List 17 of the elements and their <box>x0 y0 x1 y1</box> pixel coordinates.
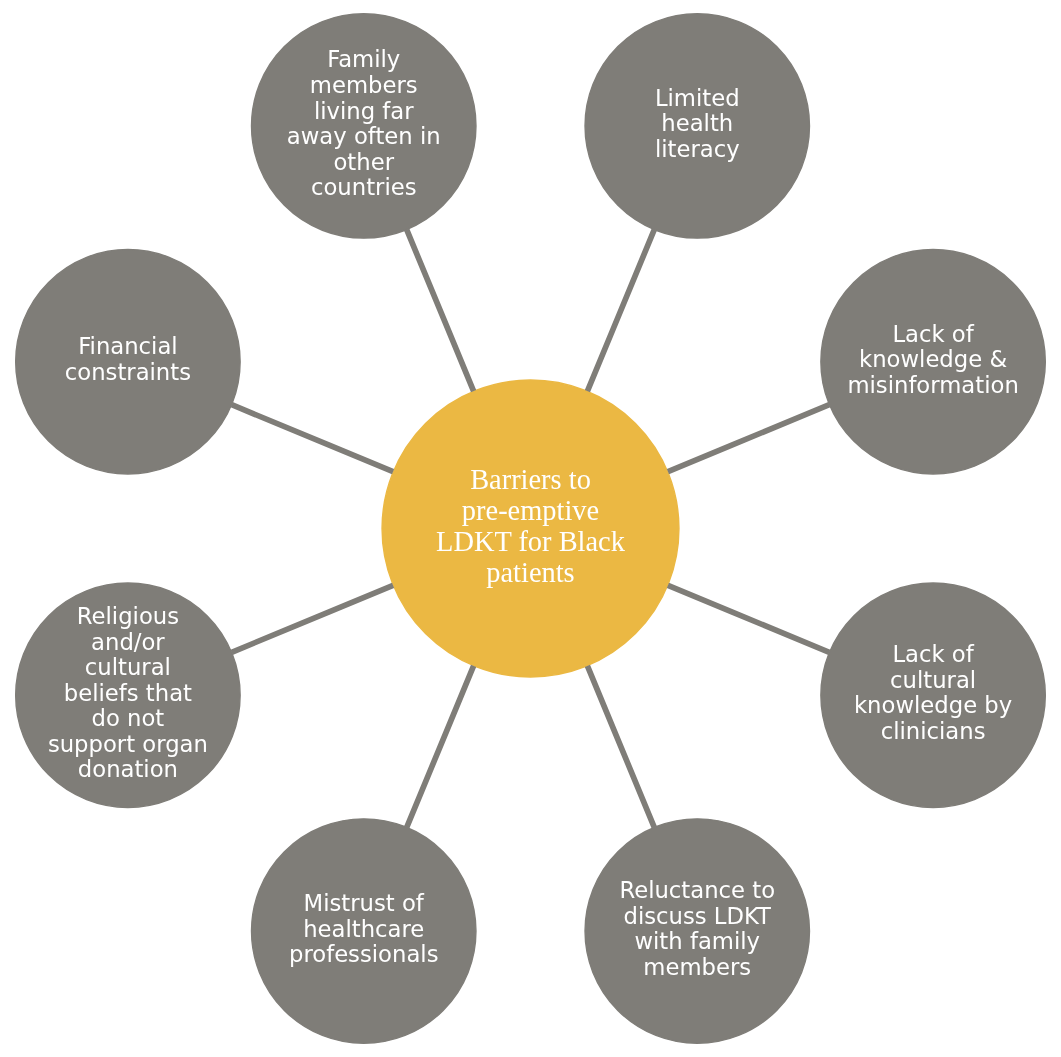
connector <box>230 402 395 475</box>
connector <box>404 228 477 393</box>
connector <box>666 582 831 655</box>
node-circle: Barriers to pre-emptive LDKT for Black patients <box>381 379 680 678</box>
node-circle: Religious and/or cultural beliefs that do not support organ donation <box>14 582 241 809</box>
connector <box>584 228 657 393</box>
node-circle: Limited health literacy <box>584 12 811 239</box>
node-circle: Lack of cultural knowledge by clinicians <box>820 582 1047 809</box>
connector <box>666 402 831 475</box>
node-circle: Lack of knowledge & misinformation <box>820 248 1047 475</box>
node-circle: Reluctance to discuss LDKT with family members <box>584 818 811 1045</box>
node-circle: Mistrust of healthcare professionals <box>250 818 477 1045</box>
node-circle: Family members living far away often in other countries <box>250 12 477 239</box>
node-circle: Financial constraints <box>14 248 241 475</box>
connector <box>404 664 477 829</box>
connector <box>230 582 395 655</box>
connector <box>584 664 657 829</box>
